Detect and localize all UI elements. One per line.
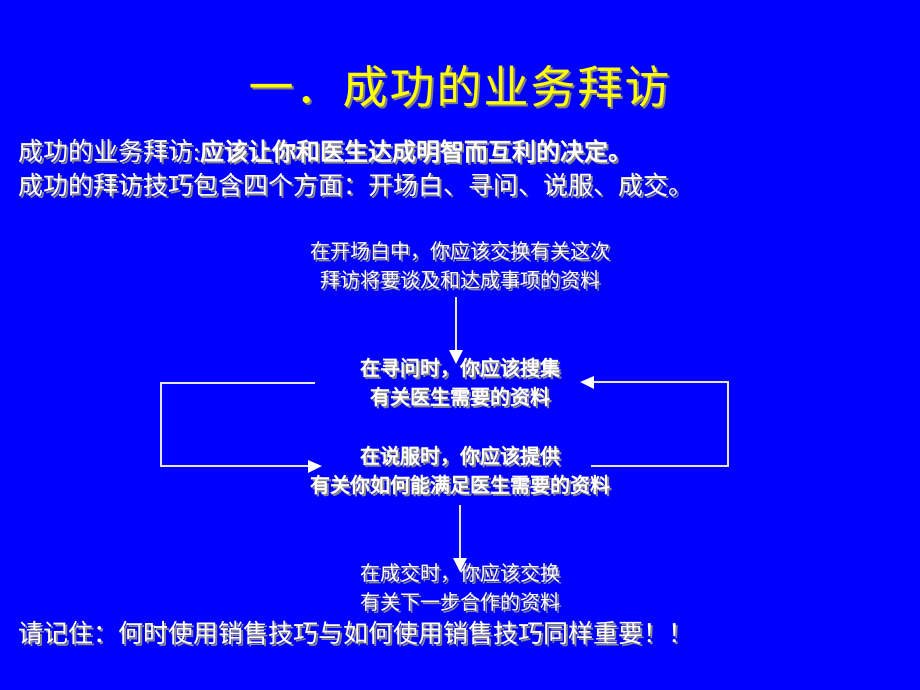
flow-block-opening: 在开场白中，你应该交换有关这次 拜访将要谈及和达成事项的资料 (0, 238, 920, 296)
intro-paragraph: 成功的业务拜访:应该让你和医生达成明智而互利的决定。 成功的拜访技巧包含四个方面… (18, 136, 908, 204)
flow-closing-line-2: 有关下一步合作的资料 (360, 592, 560, 614)
flow-persuading-line-2: 有关你如何能满足医生需要的资料 (310, 475, 610, 497)
flow-opening-line-1: 在开场白中，你应该交换有关这次 (310, 241, 610, 263)
closing-remark: 请记住：何时使用销售技巧与如何使用销售技巧同样重要！！ (18, 621, 694, 648)
flow-persuading-line-1: 在说服时，你应该提供 (360, 446, 560, 468)
flow-block-probing: 在寻问时，你应该搜集 有关医生需要的资料 (0, 355, 920, 413)
flow-closing-line-1: 在成交时，你应该交换 (360, 563, 560, 585)
flow-opening-line-2: 拜访将要谈及和达成事项的资料 (320, 270, 600, 292)
flow-probing-line-2: 有关医生需要的资料 (370, 387, 550, 409)
intro-line-1-label: 成功的业务拜访: (18, 139, 200, 166)
intro-line-1-emphasis: 应该让你和医生达成明智而互利的决定。 (199, 139, 632, 166)
flow-block-persuading: 在说服时，你应该提供 有关你如何能满足医生需要的资料 (0, 443, 920, 501)
intro-line-1: 成功的业务拜访:应该让你和医生达成明智而互利的决定。 (18, 136, 908, 170)
flow-probing-line-1: 在寻问时，你应该搜集 (360, 358, 560, 380)
slide-title: 一．成功的业务拜访 (248, 63, 672, 113)
flow-block-closing: 在成交时，你应该交换 有关下一步合作的资料 (0, 560, 920, 618)
intro-line-2: 成功的拜访技巧包含四个方面：开场白、寻问、说服、成交。 (18, 173, 694, 200)
